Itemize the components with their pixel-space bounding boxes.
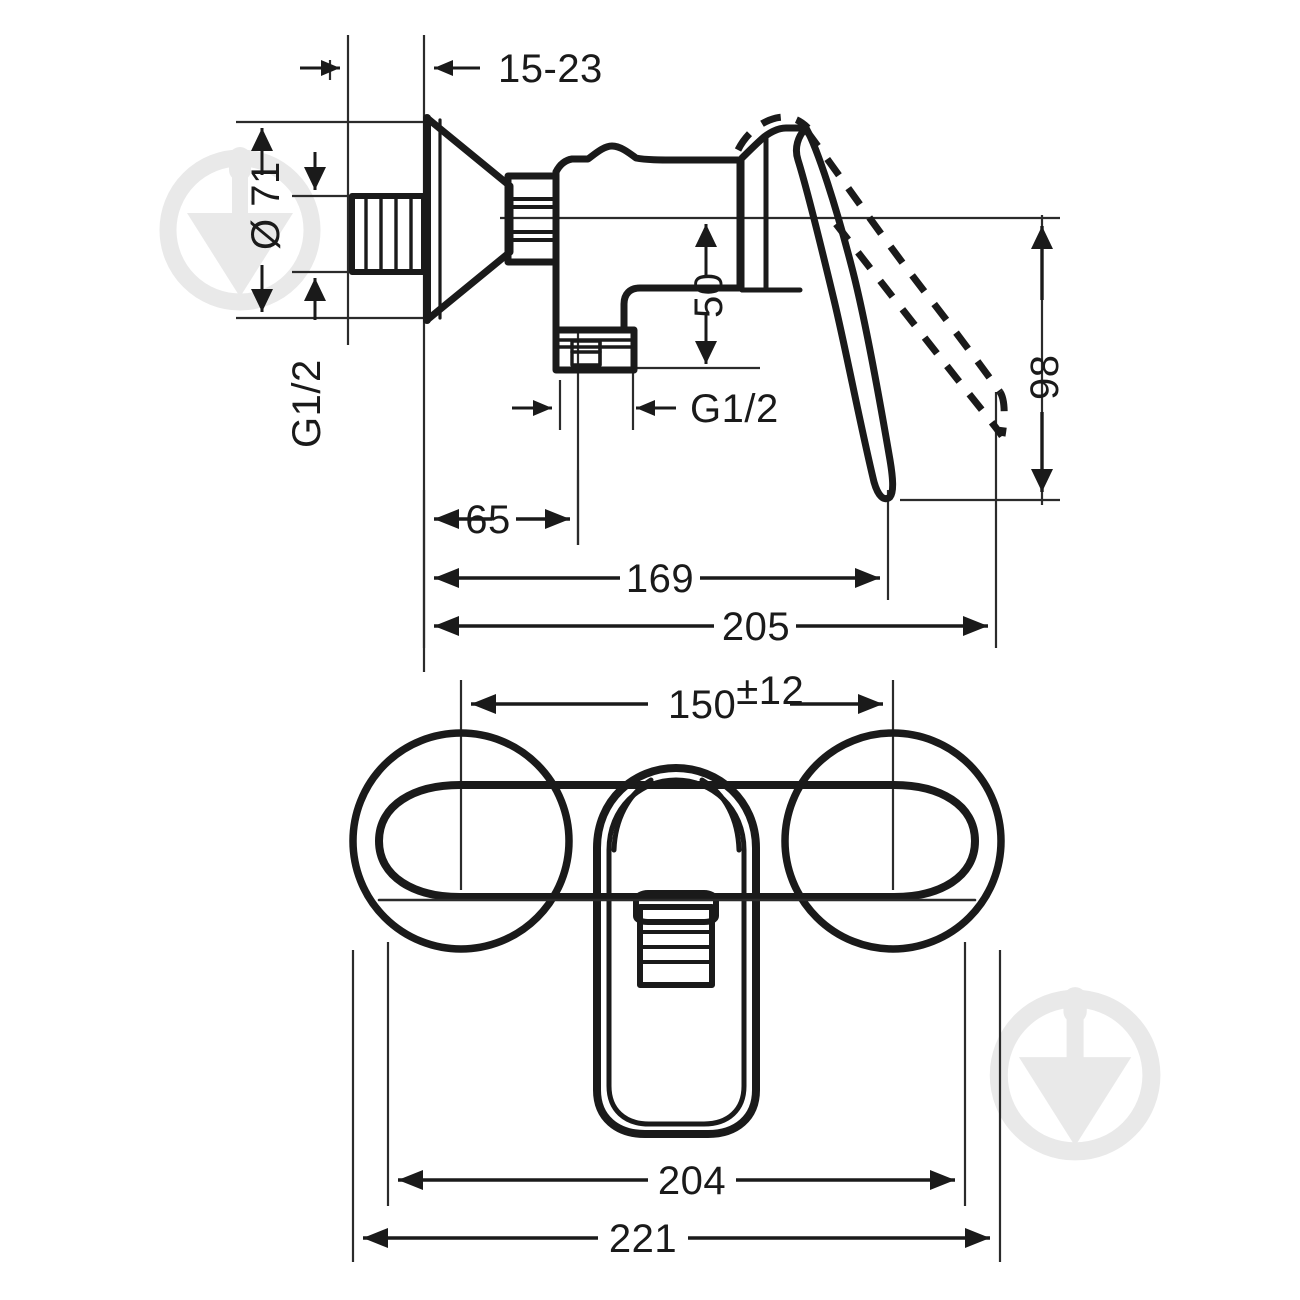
dimension-inlet-thread-label: G1/2 [285, 359, 329, 448]
dimension-rosette-diameter: Ø 71 [244, 128, 326, 320]
dimension-projection-lever-tip: 169 [434, 557, 880, 601]
dimension-inlet-centre-spacing-label: 150±12 [668, 669, 804, 727]
plumb-bob-watermark-top-left [159, 147, 321, 311]
dimension-projection-total-label: 205 [722, 605, 790, 649]
dimension-rosette-diameter-label: Ø 71 [244, 161, 288, 250]
lever-inner-outline [606, 777, 747, 1127]
dimension-overall-width: 221 [363, 1217, 990, 1261]
lever-outer-outline [593, 764, 760, 1138]
dimension-inlet-centre-spacing: 150±12 [471, 669, 883, 727]
dimension-outlet-thread-label: G1/2 [690, 387, 779, 431]
dimension-projection-total: 205 [434, 605, 988, 649]
dimension-lever-drop-label: 98 [1023, 355, 1067, 401]
dimension-body-depth: 65 [434, 498, 570, 542]
dimension-body-depth-label: 65 [465, 498, 511, 542]
dimension-outlet-height-label: 50 [687, 273, 731, 319]
lever-open-position-outline [734, 113, 1008, 438]
front-elevation-view: 150±12 204 221 [349, 669, 1005, 1262]
dimension-outlet-thread: G1/2 [512, 387, 779, 431]
dimension-outlet-height: 50 [687, 224, 731, 364]
dimension-body-width-label: 204 [658, 1159, 726, 1203]
side-elevation-view: 15-23 Ø 71 G1/2 50 G1/2 [236, 35, 1067, 672]
dimension-wall-offset: 15-23 [300, 47, 603, 91]
dimension-wall-offset-label: 15-23 [498, 47, 603, 91]
left-rosette-outline [349, 729, 573, 953]
mixer-body-outline [375, 781, 979, 901]
right-rosette-outline [781, 729, 1005, 953]
dimension-body-width: 204 [398, 1159, 955, 1203]
dimension-lever-drop: 98 [1023, 226, 1067, 492]
dimension-overall-width-label: 221 [609, 1217, 677, 1261]
plumb-bob-watermark-bottom-right [989, 987, 1161, 1161]
front-view-geometry [349, 729, 1005, 1138]
side-view-extension-lines [236, 35, 1060, 672]
side-view-geometry [349, 113, 1008, 503]
dimension-projection-lever-tip-label: 169 [626, 557, 694, 601]
